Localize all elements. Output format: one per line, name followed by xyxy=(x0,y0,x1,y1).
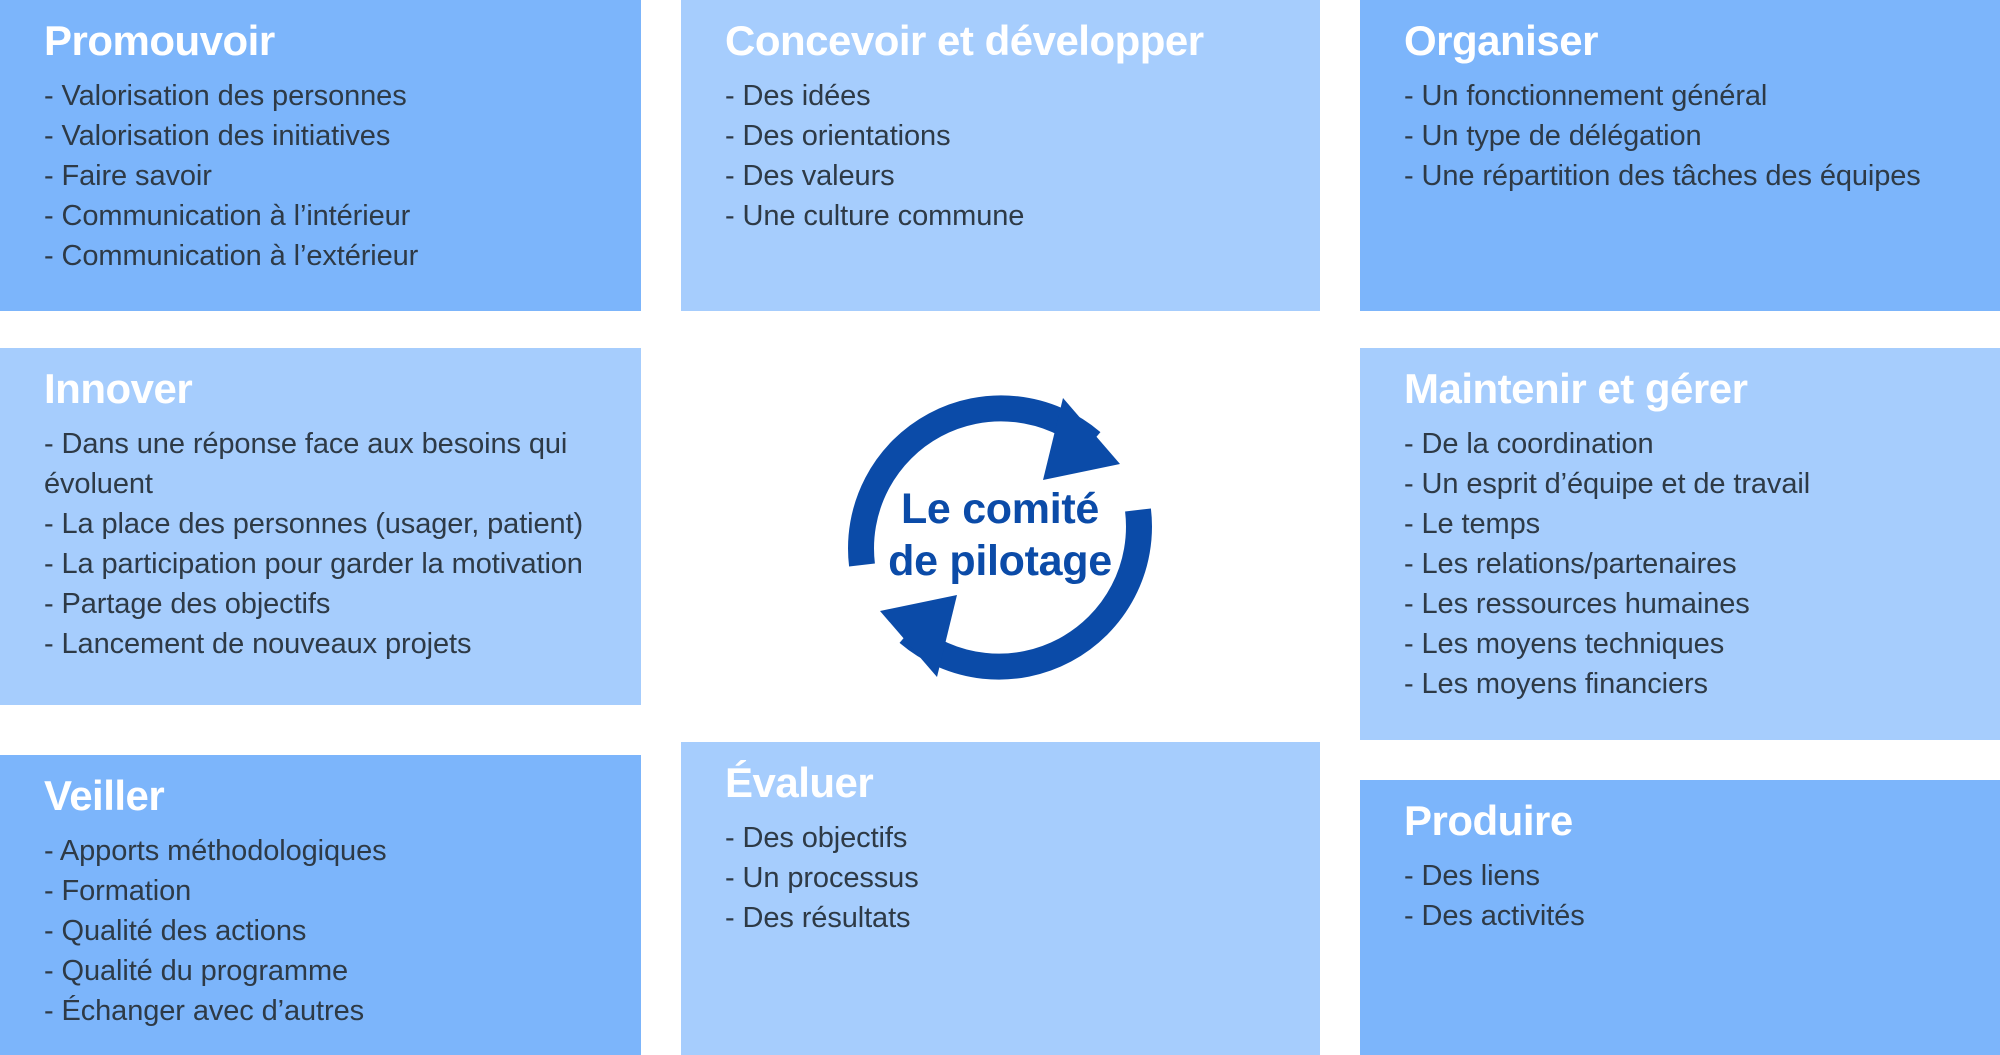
card-item-list: - Des idées - Des orientations - Des val… xyxy=(725,76,1292,236)
list-item: - Échanger avec d’autres xyxy=(44,995,364,1028)
card-concevoir-et-developper[interactable]: Concevoir et développer - Des idées - De… xyxy=(681,0,1320,311)
list-item: - Communication à l’intérieur xyxy=(44,200,411,233)
card-promouvoir[interactable]: Promouvoir - Valorisation des personnes … xyxy=(0,0,641,311)
card-organiser[interactable]: Organiser - Un fonctionnement général - … xyxy=(1360,0,2000,311)
list-item: - Les moyens techniques xyxy=(1404,628,1725,661)
list-item: - Dans une réponse face aux besoins qui … xyxy=(44,428,568,501)
list-item: - Un esprit d’équipe et de travail xyxy=(1404,468,1811,501)
card-veiller[interactable]: Veiller - Apports méthodologiques - Form… xyxy=(0,755,641,1055)
list-item: - Un fonctionnement général xyxy=(1404,80,1768,113)
list-item: - Les moyens financiers xyxy=(1404,668,1708,701)
list-item: - Faire savoir xyxy=(44,160,212,193)
card-item-list: - Des liens - Des activités xyxy=(1404,856,1972,936)
list-item: - Des idées xyxy=(725,80,871,113)
list-item: - Qualité du programme xyxy=(44,955,349,988)
list-item: - Des valeurs xyxy=(725,160,895,193)
list-item: - La place des personnes (usager, patien… xyxy=(44,508,584,541)
card-title: Maintenir et gérer xyxy=(1404,365,1748,412)
list-item: - Les relations/partenaires xyxy=(1404,548,1737,581)
card-title: Évaluer xyxy=(725,759,874,806)
list-item: - Qualité des actions xyxy=(44,915,307,948)
list-item: - De la coordination xyxy=(1404,428,1654,461)
card-item-list: - Des objectifs - Un processus - Des rés… xyxy=(725,818,1292,938)
card-item-list: - Un fonctionnement général - Un type de… xyxy=(1404,76,1972,196)
card-innover[interactable]: Innover - Dans une réponse face aux beso… xyxy=(0,348,641,705)
center-label: Le comité de pilotage xyxy=(888,483,1112,588)
card-produire[interactable]: Produire - Des liens - Des activités xyxy=(1360,780,2000,1055)
card-title: Innover xyxy=(44,365,193,412)
list-item: - Formation xyxy=(44,875,192,908)
list-item: - Partage des objectifs xyxy=(44,588,331,621)
card-maintenir-et-gerer[interactable]: Maintenir et gérer - De la coordination … xyxy=(1360,348,2000,740)
card-title: Produire xyxy=(1404,797,1573,844)
card-title: Promouvoir xyxy=(44,17,275,64)
list-item: - Communication à l’extérieur xyxy=(44,240,419,273)
list-item: - Lancement de nouveaux projets xyxy=(44,628,472,661)
list-item: - Un type de délégation xyxy=(1404,120,1702,153)
list-item: - Le temps xyxy=(1404,508,1540,541)
card-title: Veiller xyxy=(44,772,165,819)
circular-cycle-arrows-icon xyxy=(848,395,1152,680)
list-item: - Une culture commune xyxy=(725,200,1025,233)
card-item-list: - Dans une réponse face aux besoins qui … xyxy=(44,424,613,664)
list-item: - Valorisation des initiatives xyxy=(44,120,391,153)
list-item: - Des activités xyxy=(1404,900,1585,933)
card-evaluer[interactable]: Évaluer - Des objectifs - Un processus -… xyxy=(681,742,1320,1055)
card-item-list: - De la coordination - Un esprit d’équip… xyxy=(1404,424,1972,704)
list-item: - Une répartition des tâches des équipes xyxy=(1404,160,1921,193)
center-cycle-group: Le comité de pilotage xyxy=(660,330,1340,740)
card-item-list: - Valorisation des personnes - Valorisat… xyxy=(44,76,613,276)
list-item: - Un processus xyxy=(725,862,919,895)
card-item-list: - Apports méthodologiques - Formation - … xyxy=(44,831,613,1031)
list-item: - Des liens xyxy=(1404,860,1540,893)
list-item: - Valorisation des personnes xyxy=(44,80,407,113)
list-item: - Les ressources humaines xyxy=(1404,588,1750,621)
list-item: - Des résultats xyxy=(725,902,911,935)
center-label-line1: Le comité xyxy=(900,484,1099,533)
list-item: - Des orientations xyxy=(725,120,951,153)
list-item: - Des objectifs xyxy=(725,822,908,855)
card-title: Organiser xyxy=(1404,17,1598,64)
center-label-line2: de pilotage xyxy=(888,537,1112,585)
list-item: - Apports méthodologiques xyxy=(44,835,387,868)
list-item: - La participation pour garder la motiva… xyxy=(44,548,583,581)
card-title: Concevoir et développer xyxy=(725,17,1204,64)
